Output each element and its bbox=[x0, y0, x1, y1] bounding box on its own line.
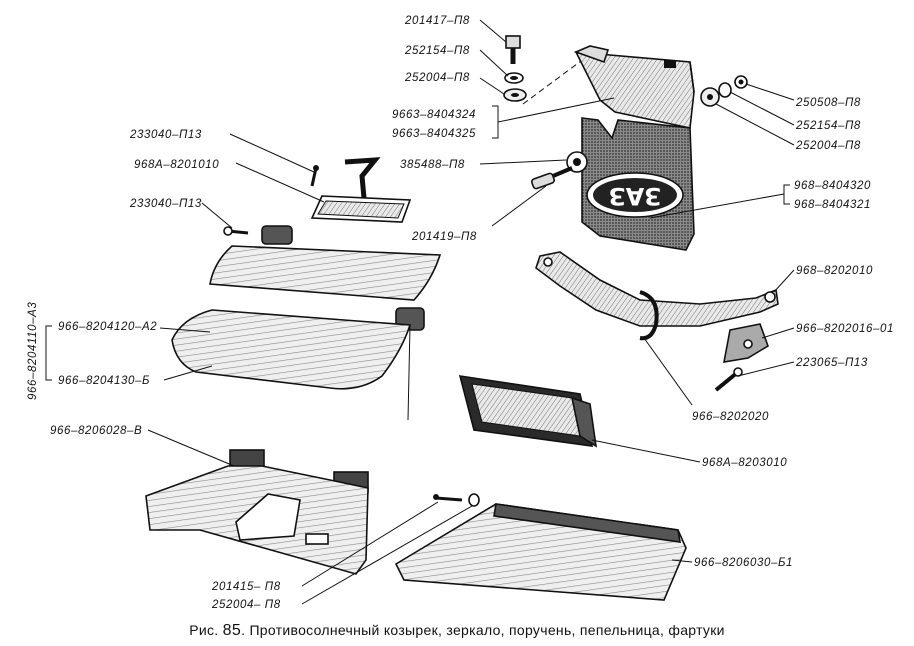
washer-252004 bbox=[503, 88, 527, 102]
label-233040-b: 233040–П13 bbox=[129, 198, 202, 210]
sun-visor-lower bbox=[171, 307, 425, 421]
washer-252004-b bbox=[700, 87, 720, 107]
washer-252004-c bbox=[468, 493, 480, 507]
floor-mat-right bbox=[394, 503, 687, 601]
screw-233040-b bbox=[223, 226, 249, 236]
mudflap-bracket bbox=[522, 45, 695, 129]
label-966-8206028: 966–8206028–В bbox=[50, 425, 142, 437]
label-966-8204120: 966–8204120–А2 bbox=[58, 321, 157, 333]
caption-text: . Противосолнечный козырек, зеркало, пор… bbox=[241, 622, 725, 638]
label-968A-8201010: 968А–8201010 bbox=[134, 159, 219, 171]
ashtray bbox=[458, 375, 598, 448]
label-966-8202016: 966–8202016–01 bbox=[796, 323, 894, 335]
screw-201415 bbox=[433, 494, 463, 502]
label-252004-a: 252004–П8 bbox=[404, 72, 470, 84]
clip-966-8202020 bbox=[639, 290, 659, 341]
caption-prefix: Рис. bbox=[189, 622, 219, 638]
label-968A-8203010: 968А–8203010 bbox=[702, 457, 787, 469]
screw-223065 bbox=[714, 367, 743, 392]
label-9663-8404324: 9663–8404324 bbox=[392, 109, 476, 121]
label-385488: 385488–П8 bbox=[400, 159, 465, 171]
leader-lines bbox=[45, 19, 795, 605]
label-223065: 223065–П13 bbox=[795, 357, 868, 369]
nut-250508 bbox=[734, 75, 748, 89]
label-233040-a: 233040–П13 bbox=[129, 129, 202, 141]
label-968-8404320: 968–8404320 bbox=[794, 180, 871, 192]
screw-233040-a bbox=[310, 165, 319, 187]
label-252154-a: 252154–П8 bbox=[404, 45, 470, 57]
floor-mat-left bbox=[145, 449, 369, 575]
label-201417: 201417–П8 bbox=[404, 15, 470, 27]
sun-visor-upper bbox=[209, 225, 442, 301]
label-966-8204130: 966–8204130–Б bbox=[58, 375, 150, 387]
label-9663-8404325: 9663–8404325 bbox=[392, 128, 476, 140]
label-966-8206030: 966–8206030–Б1 bbox=[694, 557, 793, 569]
label-252004-b: 252004–П8 bbox=[795, 140, 861, 152]
washer-252154 bbox=[504, 72, 524, 84]
label-201415: 201415– П8 bbox=[211, 581, 281, 593]
rear-view-mirror bbox=[310, 157, 412, 223]
label-966-8202020: 966–8202020 bbox=[692, 411, 769, 423]
bolt-201417 bbox=[505, 35, 521, 64]
mudflap: ЗАЗ bbox=[581, 117, 695, 251]
label-201419: 201419–П8 bbox=[411, 231, 477, 243]
caption-number: 85 bbox=[222, 622, 242, 639]
label-968-8202010: 968–8202010 bbox=[796, 265, 873, 277]
label-968-8404321: 968–8404321 bbox=[794, 199, 871, 211]
screw-201419 bbox=[530, 166, 573, 190]
label-252154-b: 252154–П8 bbox=[795, 120, 861, 132]
bracket-966-8202016 bbox=[723, 323, 769, 363]
label-252004-c: 252004– П8 bbox=[211, 599, 281, 611]
zaz-logo: ЗАЗ bbox=[609, 182, 662, 210]
grab-handle bbox=[535, 251, 779, 327]
figure-caption: Рис. 85. Противосолнечный козырек, зерка… bbox=[0, 622, 914, 640]
grommet-385488 bbox=[566, 151, 588, 173]
label-966-8204110-vertical: 966–8204110–А3 bbox=[27, 302, 39, 400]
washer-252154-b bbox=[718, 82, 732, 98]
label-250508: 250508–П8 bbox=[795, 97, 861, 109]
